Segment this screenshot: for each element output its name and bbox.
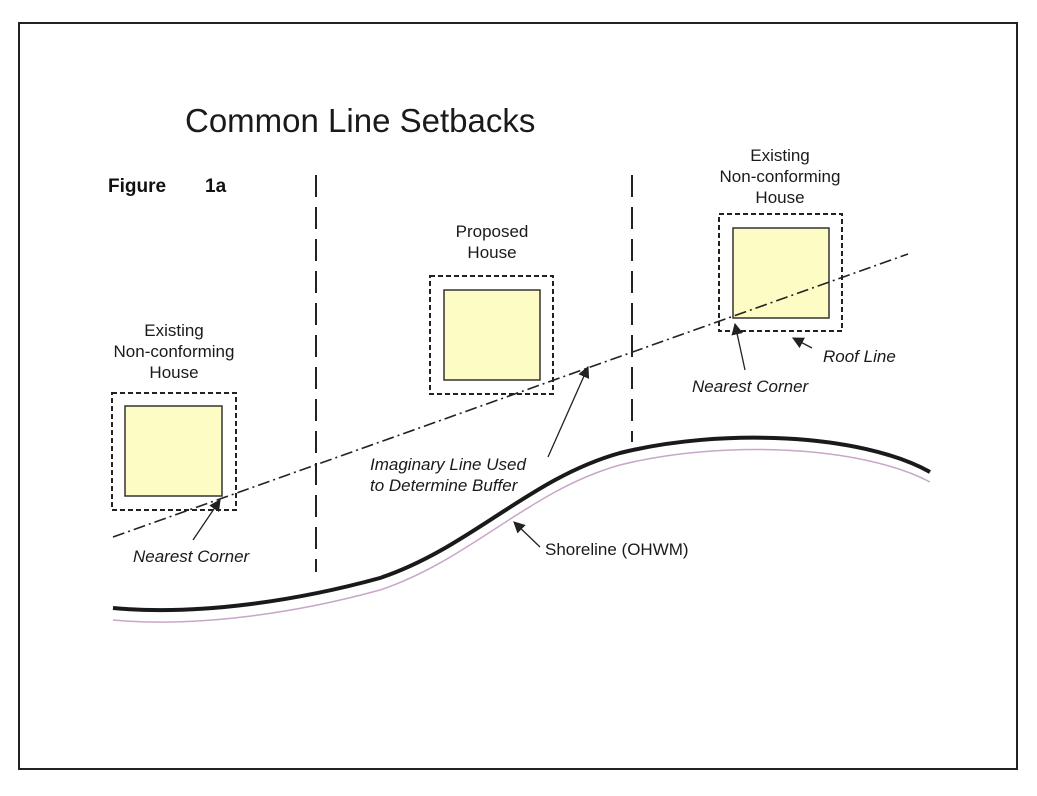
figure-number: 1a xyxy=(205,176,227,197)
imaginary-common-line xyxy=(112,253,909,538)
house-left-label-3: House xyxy=(149,363,198,382)
house-left: Existing Non-conforming House xyxy=(111,321,237,511)
annotation-imaginary-line-1: Imaginary Line Used xyxy=(370,455,526,474)
annotation-nearest-corner-left: Nearest Corner xyxy=(133,547,251,566)
annotation-nearest-corner-right: Nearest Corner xyxy=(692,377,810,396)
shoreline-echo xyxy=(112,448,931,623)
house-middle: Proposed House xyxy=(429,222,554,395)
house-left-label-1: Existing xyxy=(144,321,204,340)
house-middle-label-1: Proposed xyxy=(456,222,529,241)
house-right: Existing Non-conforming House xyxy=(718,146,843,332)
house-left-label-2: Non-conforming xyxy=(114,342,235,361)
annotation-shoreline: Shoreline (OHWM) xyxy=(545,540,689,559)
annotation-roof-line: Roof Line xyxy=(823,347,896,366)
diagram-title: Common Line Setbacks xyxy=(185,102,535,139)
arrow-nearest-corner-right xyxy=(731,322,746,371)
house-right-label-2: Non-conforming xyxy=(720,167,841,186)
arrow-imaginary-line xyxy=(547,365,590,458)
annotation-imaginary-line-2: to Determine Buffer xyxy=(370,476,519,495)
house-middle-label-2: House xyxy=(467,243,516,262)
arrow-roof-line xyxy=(791,337,813,349)
house-middle-footprint xyxy=(443,289,541,381)
arrow-nearest-corner-left xyxy=(192,499,221,541)
figure-label: Figure xyxy=(108,176,166,197)
house-right-footprint xyxy=(732,227,830,319)
figure-frame xyxy=(18,22,1018,770)
shoreline-ohwm xyxy=(112,435,931,613)
arrow-shoreline xyxy=(513,521,541,548)
house-left-footprint xyxy=(124,405,223,497)
house-right-label-1: Existing xyxy=(750,146,810,165)
house-right-label-3: House xyxy=(755,188,804,207)
